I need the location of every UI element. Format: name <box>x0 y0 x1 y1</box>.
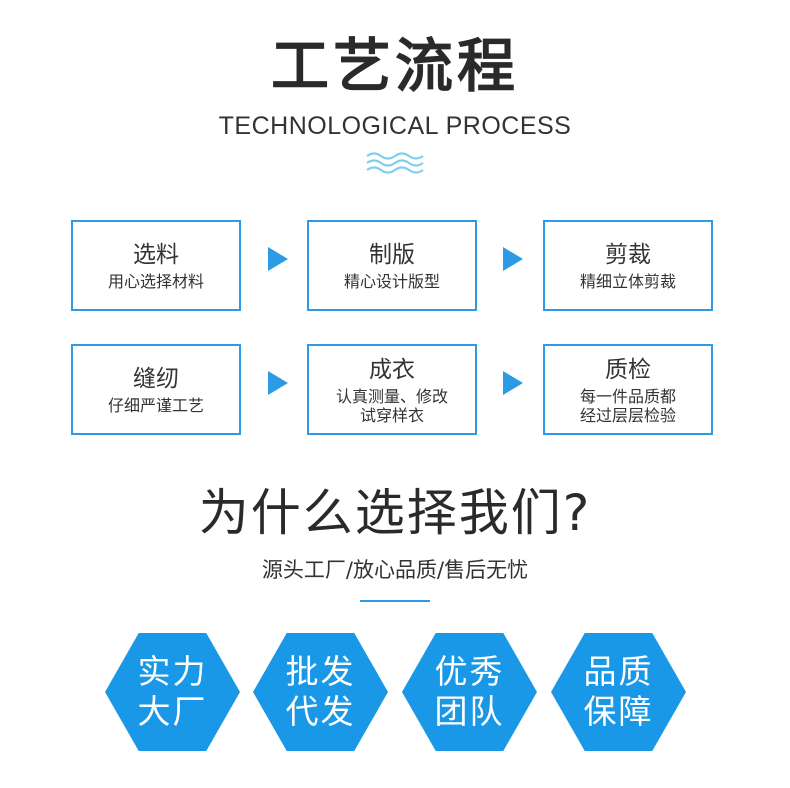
feature-line: 保障 <box>583 692 654 731</box>
page-title: 工艺流程 <box>270 32 519 100</box>
step-title: 缝纫 <box>133 366 179 392</box>
step-desc: 用心选择材料 <box>107 272 204 291</box>
feature-strong-factory: 实力 大厂 <box>105 633 240 751</box>
process-step-select-material: 选料 用心选择材料 <box>71 220 241 311</box>
feature-line: 代发 <box>285 692 356 731</box>
feature-excellent-team: 优秀 团队 <box>402 633 537 751</box>
wave-icon <box>366 152 424 174</box>
process-step-cutting: 剪裁 精细立体剪裁 <box>543 220 713 311</box>
step-desc: 精心设计版型 <box>343 272 440 291</box>
process-step-inspection: 质检 每一件品质都 经过层层检验 <box>543 344 713 435</box>
feature-line: 大厂 <box>137 692 208 731</box>
feature-wholesale-dropship: 批发 代发 <box>253 633 388 751</box>
triangle-right-icon <box>503 371 523 395</box>
triangle-right-icon <box>503 247 523 271</box>
step-title: 选料 <box>133 242 179 268</box>
feature-line: 优秀 <box>434 652 505 691</box>
step-title: 剪裁 <box>605 242 651 268</box>
step-title: 成衣 <box>369 356 415 383</box>
step-title: 质检 <box>605 356 651 383</box>
why-choose-us-heading: 为什么选择我们? <box>198 484 592 542</box>
triangle-right-icon <box>268 247 288 271</box>
divider <box>360 600 430 602</box>
step-desc: 每一件品质都 经过层层检验 <box>579 386 676 425</box>
step-desc: 认真测量、修改 试穿样衣 <box>335 386 448 425</box>
feature-quality-assurance: 品质 保障 <box>551 633 686 751</box>
process-step-sewing: 缝纫 仔细严谨工艺 <box>71 344 241 435</box>
feature-line: 品质 <box>583 652 654 691</box>
process-step-pattern: 制版 精心设计版型 <box>307 220 477 311</box>
feature-line: 批发 <box>285 652 356 691</box>
page-subtitle: TECHNOLOGICAL PROCESS <box>218 112 572 140</box>
why-choose-us-subtitle: 源头工厂/放心品质/售后无忧 <box>261 558 529 582</box>
feature-line: 实力 <box>137 652 208 691</box>
step-title: 制版 <box>369 242 415 268</box>
step-desc: 精细立体剪裁 <box>579 272 676 291</box>
process-step-garment: 成衣 认真测量、修改 试穿样衣 <box>307 344 477 435</box>
triangle-right-icon <box>268 371 288 395</box>
step-desc: 仔细严谨工艺 <box>107 396 204 415</box>
feature-line: 团队 <box>434 692 505 731</box>
